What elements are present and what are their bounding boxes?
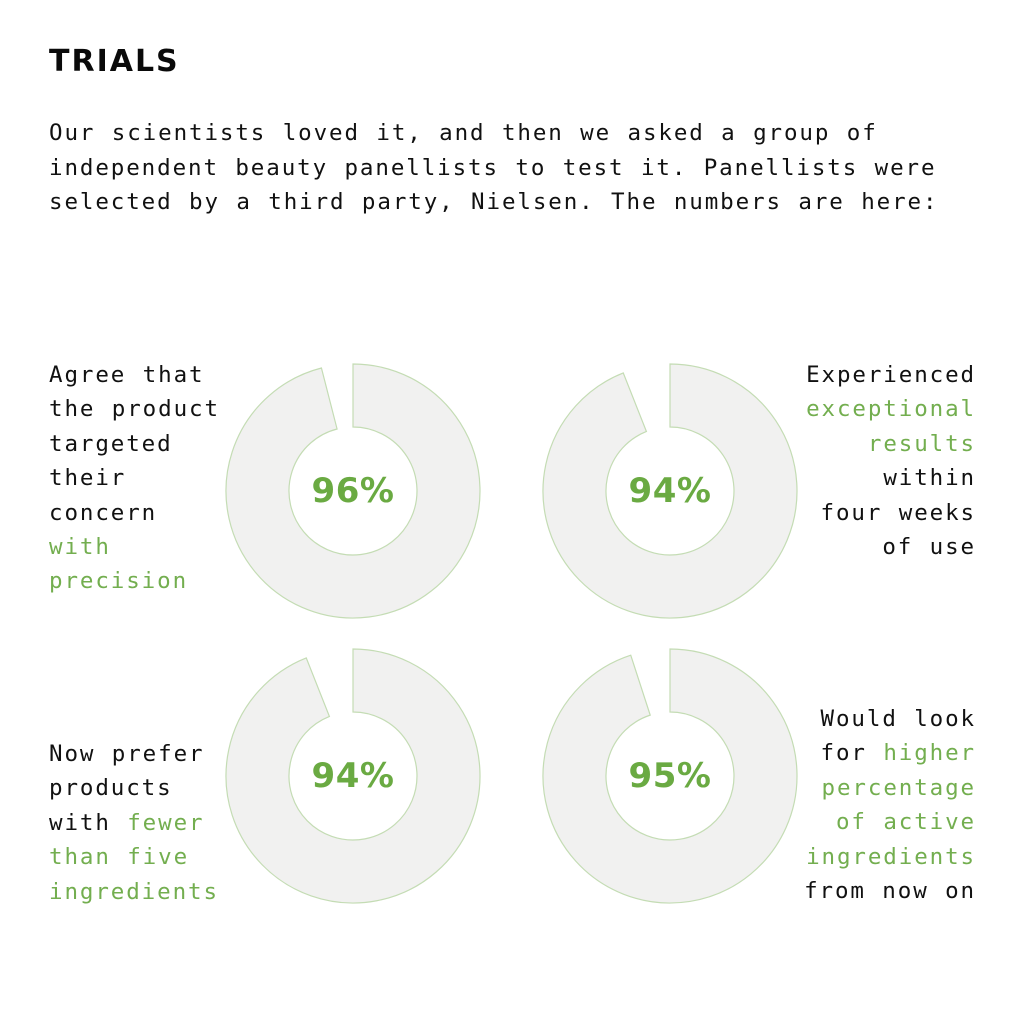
body-text: the product (49, 396, 220, 423)
body-text: within (883, 465, 976, 492)
stat-text-line: ingredients (804, 840, 976, 874)
highlight-text: ingredients (49, 878, 219, 905)
donut-ring-svg (225, 648, 481, 904)
donut-segment (542, 648, 798, 904)
highlight-text: with (49, 534, 111, 561)
donut-ring-svg (542, 363, 798, 619)
body-text: concern (49, 499, 158, 526)
page-title: TRIALS (49, 44, 180, 79)
stat-text-line: within (806, 461, 976, 495)
body-text: their (49, 465, 127, 492)
stat-text-line: products (49, 771, 219, 805)
body-text: four weeks (820, 499, 976, 526)
stat-text-line: percentage (804, 771, 976, 805)
stat-text-line: Would look (804, 702, 976, 736)
intro-line: independent beauty panellists to test it… (49, 154, 937, 181)
body-text: products (49, 775, 173, 802)
stat-text-line: their (49, 461, 220, 495)
donut-chart-3: 94% (225, 648, 481, 904)
stat-text-line: of active (804, 805, 976, 839)
highlight-text: than five (49, 844, 190, 871)
stat-percentage-1: 96% (311, 471, 395, 511)
stat-percentage-4: 95% (628, 756, 712, 796)
highlight-text: precision (49, 568, 189, 595)
stat-text-line: Agree that (49, 358, 220, 392)
stat-text-line: of use (806, 530, 976, 564)
stat-text-line: with fewer (49, 806, 219, 840)
stat-text-line: than five (49, 840, 219, 874)
highlight-text: ingredients (806, 843, 976, 870)
stat-percentage-3: 94% (311, 756, 395, 796)
donut-ring-svg (225, 363, 481, 619)
intro-line: Our scientists loved it, and then we ask… (49, 120, 878, 146)
stat-text-line: results (806, 427, 976, 461)
stat-text-line: with (49, 530, 220, 564)
donut-segment (225, 363, 481, 619)
stat-description-3: Now prefer products with fewer than five ing… (49, 737, 219, 909)
body-text: with (49, 809, 128, 836)
intro-paragraph: Our scientists loved it, and then we ask… (49, 116, 989, 220)
body-text: for (820, 740, 884, 767)
stat-description-4: Would look for higher percentage of active i… (804, 702, 976, 908)
stat-text-line: precision (49, 564, 220, 598)
stat-text-line: four weeks (806, 496, 976, 530)
highlight-text: fewer (127, 809, 205, 836)
highlight-text: of active (835, 809, 976, 836)
stat-text-line: the product (49, 392, 220, 426)
donut-chart-4: 95% (542, 648, 798, 904)
body-text: from now on (804, 878, 976, 905)
highlight-text: results (867, 430, 976, 457)
stat-percentage-2: 94% (628, 471, 712, 511)
stat-description-1: Agree that the product targeted their concer… (49, 358, 220, 599)
stat-text-line: Now prefer (49, 737, 219, 771)
body-text: Agree that (49, 362, 205, 388)
body-text: Would look (820, 706, 976, 732)
donut-chart-1: 96% (225, 363, 481, 619)
stat-text-line: Experienced (806, 358, 976, 392)
donut-segment (542, 363, 798, 619)
stat-text-line: for higher (804, 736, 976, 770)
highlight-text: higher (883, 740, 976, 767)
stat-text-line: ingredients (49, 875, 219, 909)
body-text: targeted (49, 430, 173, 457)
highlight-text: exceptional (806, 396, 976, 423)
stat-text-line: concern (49, 496, 220, 530)
body-text: Experienced (806, 362, 976, 388)
highlight-text: percentage (821, 774, 976, 801)
stat-text-line: exceptional (806, 392, 976, 426)
stat-text-line: targeted (49, 427, 220, 461)
body-text: of use (882, 534, 976, 561)
intro-line: selected by a third party, Nielsen. The … (49, 189, 939, 216)
stat-description-2: Experienced exceptional results within four … (806, 358, 976, 564)
stat-text-line: from now on (804, 874, 976, 908)
donut-segment (225, 648, 481, 904)
donut-chart-2: 94% (542, 363, 798, 619)
donut-ring-svg (542, 648, 798, 904)
body-text: Now prefer (49, 741, 205, 767)
